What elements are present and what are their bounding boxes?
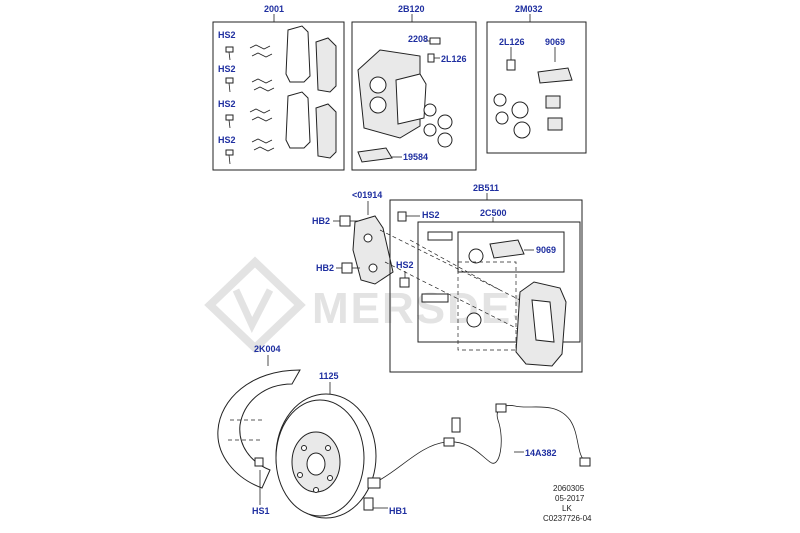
watermark-logo-icon	[204, 256, 306, 354]
callout-hb2[interactable]: HB2	[312, 216, 330, 226]
callout-2M032[interactable]: 2M032	[515, 4, 543, 14]
brake-disc-1125: 1125	[275, 371, 377, 519]
group-2B511: 2B511 HS2 HS2 2C500 9069	[379, 183, 583, 373]
bolt-icon	[336, 262, 360, 274]
clip-icon	[249, 44, 275, 152]
callout-2001[interactable]: 2001	[264, 4, 284, 14]
seal-icon	[423, 103, 453, 148]
splash-shield-icon	[217, 369, 301, 489]
callout-9069[interactable]: 9069	[536, 245, 556, 255]
callout-2B511[interactable]: 2B511	[473, 183, 499, 193]
carrier-bracket-icon	[352, 215, 394, 285]
group-2M032: 2M032 2L126 9069	[486, 4, 587, 154]
sensor-cable-icon	[367, 403, 591, 489]
splash-shield-2K004: 2K004 HS1	[217, 344, 301, 516]
grease-pack-icon	[537, 47, 573, 84]
bolt-icon	[333, 215, 358, 227]
caliper-icon	[357, 49, 427, 139]
watermark-text: MERSDES	[312, 284, 544, 333]
bolt-icon	[225, 114, 234, 129]
drawing-reference: C0237726-04	[543, 514, 592, 523]
grease-pack-icon	[489, 239, 534, 259]
callout-hs2[interactable]: HS2	[218, 135, 236, 145]
callout-14A382[interactable]: 14A382	[525, 448, 557, 458]
watermark: MERSDES	[204, 256, 544, 354]
callout-hs2[interactable]: HS2	[218, 99, 236, 109]
bolt-icon	[397, 211, 420, 222]
group-2B120: 2B120 2208 2L126 19584	[351, 4, 477, 171]
brake-pad-icon	[285, 25, 337, 159]
callout-hb2[interactable]: HB2	[316, 263, 334, 273]
callout-01914[interactable]: <01914	[352, 190, 382, 200]
brake-disc-icon	[275, 393, 377, 519]
bolt-icon	[254, 457, 264, 467]
carrier-01914: <01914 HB2 HB2	[312, 190, 394, 285]
seal-icon	[468, 248, 484, 264]
callout-9069[interactable]: 9069	[545, 37, 565, 47]
bolt-icon	[399, 271, 410, 288]
seal-icon	[493, 93, 563, 139]
callout-2L126[interactable]: 2L126	[441, 54, 467, 64]
callout-1125[interactable]: 1125	[319, 371, 339, 381]
callout-2208[interactable]: 2208	[408, 34, 428, 44]
drawing-author: LK	[562, 504, 572, 513]
bolt-icon	[363, 497, 388, 511]
drawing-date: 05-2017	[555, 494, 585, 503]
cap-icon	[506, 47, 516, 71]
cap-icon	[427, 53, 440, 63]
bolt-icon	[225, 46, 234, 61]
callout-hs1[interactable]: HS1	[252, 506, 270, 516]
bolt-icon	[225, 77, 234, 93]
callout-hs2[interactable]: HS2	[218, 64, 236, 74]
guide-pin-icon	[421, 231, 482, 328]
caliper-carrier-icon	[515, 281, 567, 367]
callout-19584[interactable]: 19584	[403, 152, 428, 162]
bleed-screw-icon	[425, 37, 441, 45]
callout-hs2[interactable]: HS2	[422, 210, 440, 220]
callout-2K004[interactable]: 2K004	[254, 344, 281, 354]
callout-hs2[interactable]: HS2	[396, 260, 414, 270]
callout-2C500[interactable]: 2C500	[480, 208, 507, 218]
drawing-code: 2060305	[553, 484, 585, 493]
callout-hs2[interactable]: HS2	[218, 30, 236, 40]
wear-sensor-14A382: 14A382 HB1	[363, 403, 591, 516]
callout-hb1[interactable]: HB1	[389, 506, 407, 516]
group-2001: 2001 HS2 HS2 HS2 HS2	[212, 4, 345, 171]
grease-pack-icon	[357, 147, 402, 163]
callout-2B120[interactable]: 2B120	[398, 4, 425, 14]
callout-2L126[interactable]: 2L126	[499, 37, 525, 47]
bolt-icon	[225, 149, 234, 165]
drawing-info: 2060305 05-2017 LK C0237726-04	[543, 484, 592, 523]
